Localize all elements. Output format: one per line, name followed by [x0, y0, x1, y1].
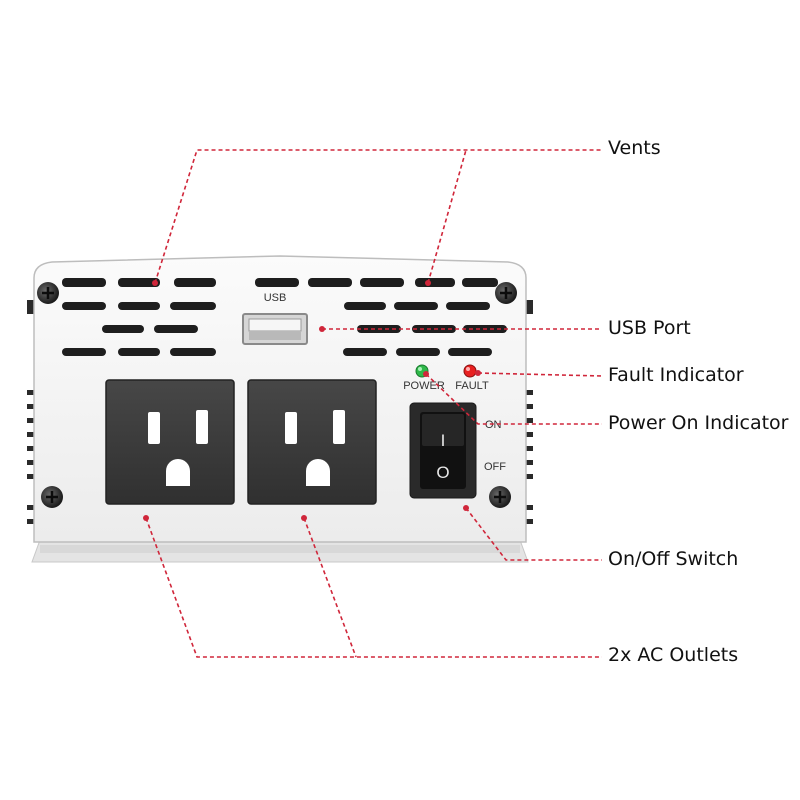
screw-top-left	[37, 282, 59, 304]
callout-usb-port: USB Port	[608, 317, 691, 339]
screw-top-right	[495, 282, 517, 304]
right-heatsink-fins	[526, 300, 533, 524]
leader-power-indicator	[425, 373, 602, 425]
ac-outlet-left[interactable]	[105, 379, 235, 505]
callout-on-off-switch: On/Off Switch	[608, 548, 739, 570]
switch-off-symbol: O	[436, 463, 449, 482]
vent-slots	[62, 278, 507, 356]
switch-on-symbol: I	[441, 431, 446, 450]
leader-ac-left	[145, 517, 602, 658]
screw-bottom-left	[41, 486, 63, 508]
ac-outlet-right[interactable]	[247, 379, 377, 505]
leader-dots	[143, 280, 481, 521]
usb-label: USB	[264, 292, 287, 304]
inverter-base	[31, 539, 529, 563]
power-led-label: POWER	[403, 380, 445, 392]
leader-vents	[154, 149, 602, 284]
usb-port[interactable]	[242, 313, 308, 345]
on-off-switch[interactable]	[409, 402, 477, 499]
callout-vents: Vents	[608, 137, 661, 159]
callout-fault-indicator: Fault Indicator	[608, 364, 744, 386]
switch-off-label: OFF	[484, 461, 506, 473]
leader-vents-2	[427, 149, 467, 284]
fault-led-label: FAULT	[455, 380, 489, 392]
left-heatsink-fins	[27, 300, 34, 524]
leader-switch	[465, 507, 602, 561]
screw-bottom-right	[489, 486, 511, 508]
leader-lines	[145, 149, 603, 658]
switch-on-label: ON	[485, 419, 502, 431]
leader-ac-right	[303, 517, 357, 658]
fault-led	[463, 364, 477, 378]
callout-power-on-indicator: Power On Indicator	[608, 412, 789, 434]
callout-ac-outlets: 2x AC Outlets	[608, 644, 739, 666]
